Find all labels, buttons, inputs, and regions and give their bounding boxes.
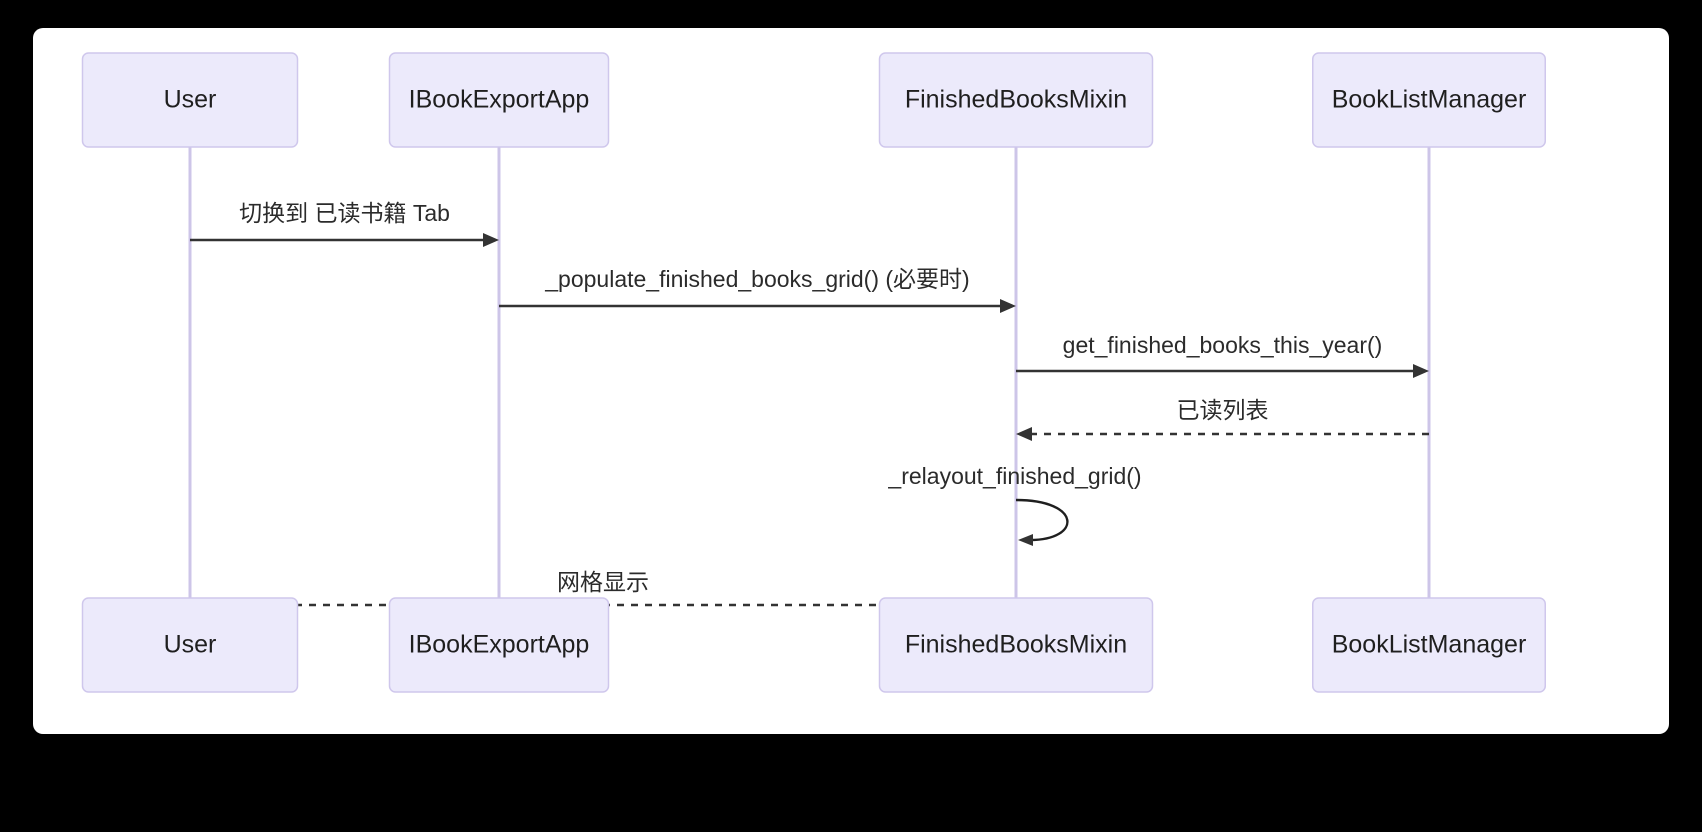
participant-label: IBookExportApp	[409, 86, 590, 114]
participant-label: User	[164, 86, 217, 114]
message-m3[interactable]: get_finished_books_this_year()	[1016, 332, 1429, 378]
participant-ibookexportapp-bottom[interactable]: IBookExportApp	[388, 597, 610, 693]
participant-label: BookListManager	[1332, 631, 1527, 659]
participant-box	[1312, 597, 1546, 693]
participant-user-bottom[interactable]: User	[81, 597, 299, 693]
participant-finishedbooksmixin-top[interactable]: FinishedBooksMixin	[878, 52, 1154, 148]
message-label: 切换到 已读书籍 Tab	[239, 200, 450, 226]
message-m5[interactable]: _relayout_finished_grid()	[887, 463, 1142, 546]
participant-box	[878, 52, 1154, 148]
arrow-head	[1413, 364, 1429, 378]
lifelines-group	[188, 147, 1431, 598]
participant-box	[388, 52, 610, 148]
participants-group: UserUserIBookExportAppIBookExportAppFini…	[81, 52, 1546, 693]
participant-box	[878, 597, 1154, 693]
message-label: get_finished_books_this_year()	[1063, 332, 1383, 358]
messages-group: 切换到 已读书籍 Tab _populate_finished_books_gri…	[190, 200, 1429, 612]
arrow-head	[1018, 534, 1033, 546]
participant-label: FinishedBooksMixin	[905, 631, 1127, 659]
arrow-head	[483, 233, 499, 247]
message-m1[interactable]: 切换到 已读书籍 Tab	[190, 200, 499, 247]
participant-ibookexportapp-top[interactable]: IBookExportApp	[388, 52, 610, 148]
participant-label: FinishedBooksMixin	[905, 86, 1127, 114]
message-label: _relayout_finished_grid()	[887, 463, 1141, 489]
diagram-canvas: 切换到 已读书籍 Tab _populate_finished_books_gri…	[33, 28, 1669, 734]
participant-box	[1312, 52, 1546, 148]
arrow-head	[1000, 299, 1016, 313]
sequence-diagram-svg: 切换到 已读书籍 Tab _populate_finished_books_gri…	[81, 52, 1546, 693]
message-m4[interactable]: 已读列表	[1016, 397, 1429, 441]
participant-booklistmanager-top[interactable]: BookListManager	[1312, 52, 1546, 148]
participant-user-top[interactable]: User	[81, 52, 299, 148]
participant-label: IBookExportApp	[409, 631, 590, 659]
message-label: 网格显示	[557, 569, 649, 595]
message-label: 已读列表	[1177, 397, 1269, 423]
participant-label: BookListManager	[1332, 86, 1527, 114]
participant-box	[81, 597, 299, 693]
participant-box	[388, 597, 610, 693]
message-m2[interactable]: _populate_finished_books_grid() (必要时)	[499, 266, 1016, 313]
participant-box	[81, 52, 299, 148]
participant-finishedbooksmixin-bottom[interactable]: FinishedBooksMixin	[878, 597, 1154, 693]
message-label: _populate_finished_books_grid() (必要时)	[544, 266, 969, 292]
participant-booklistmanager-bottom[interactable]: BookListManager	[1312, 597, 1546, 693]
participant-label: User	[164, 631, 217, 659]
self-loop-path	[1015, 498, 1069, 542]
arrow-head	[1016, 427, 1032, 441]
